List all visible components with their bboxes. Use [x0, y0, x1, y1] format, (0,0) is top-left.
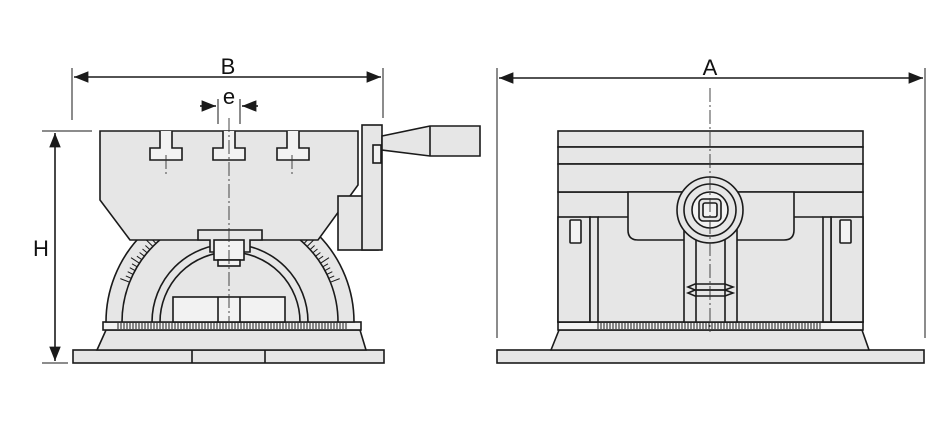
- front-base-foot: [549, 329, 871, 351]
- dimension-H-label: H: [33, 236, 49, 261]
- side-base-plate: [72, 349, 385, 364]
- front-scale-ticks: [597, 323, 821, 329]
- dimension-B: B: [71, 54, 384, 120]
- side-view: [72, 118, 481, 364]
- dimension-B-label: B: [221, 54, 236, 79]
- dimension-H: H: [33, 130, 92, 364]
- dimension-A-label: A: [703, 55, 718, 80]
- side-base-foot: [95, 329, 368, 351]
- front-view: [496, 88, 925, 364]
- front-top-plate: [557, 130, 864, 148]
- dimension-A: A: [496, 55, 926, 338]
- dimension-e: e: [200, 84, 258, 124]
- side-handle-grip: [381, 125, 481, 157]
- side-handle-arm: [361, 124, 383, 251]
- dimension-e-label: e: [223, 84, 235, 109]
- front-base-plate: [496, 349, 925, 364]
- side-scale-ticks: [117, 323, 347, 329]
